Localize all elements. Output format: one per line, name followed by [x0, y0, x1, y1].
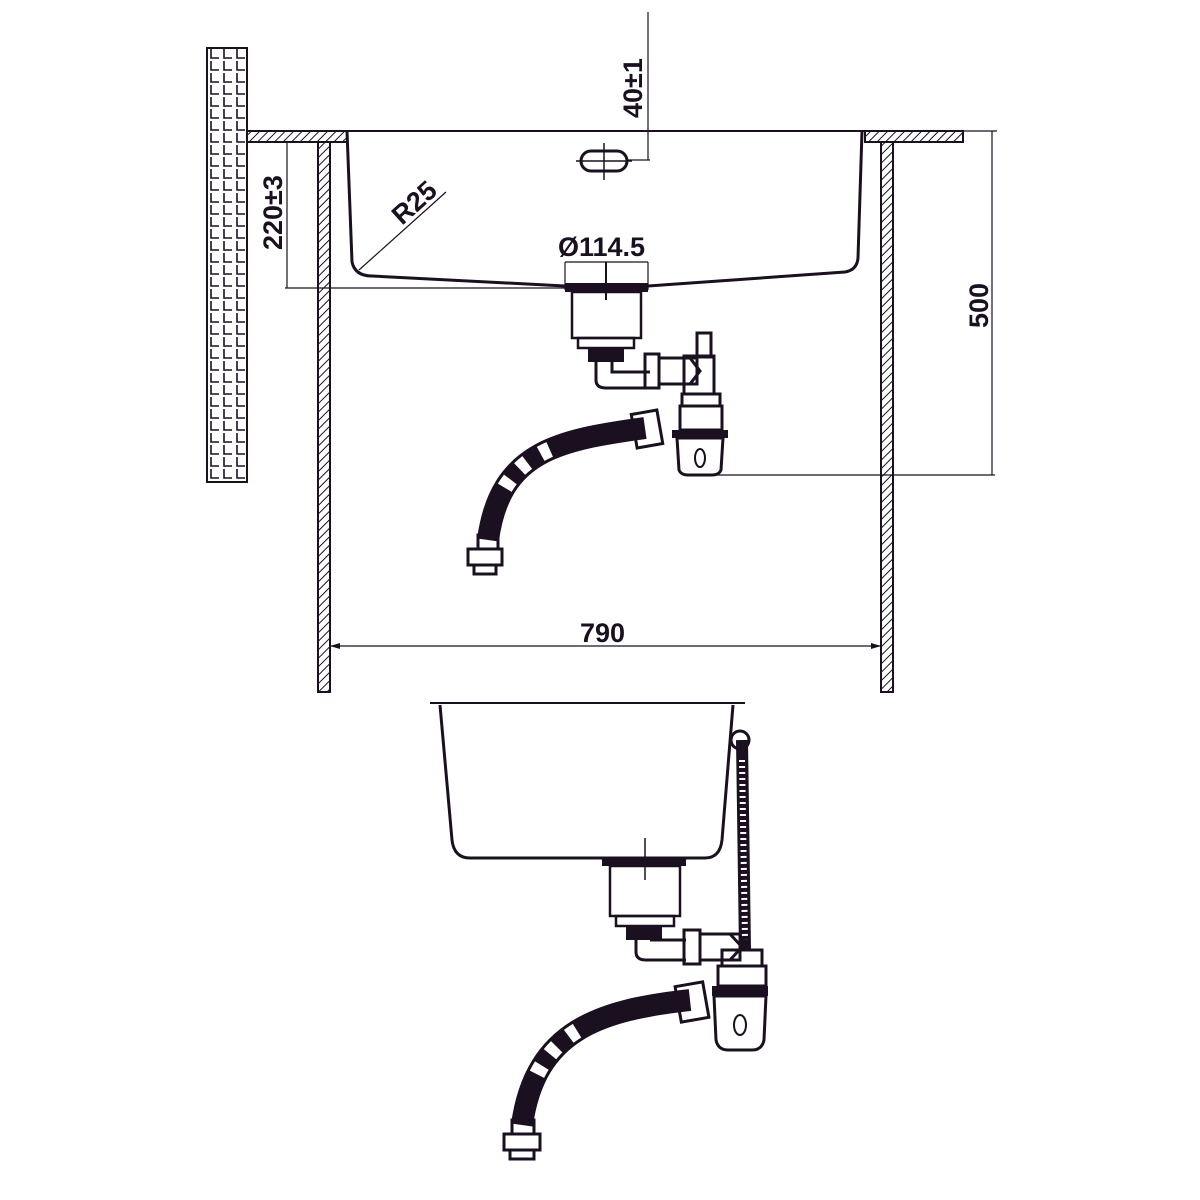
drain-diameter-dimension: Ø114.5: [558, 232, 649, 290]
bowl-depth-dimension: 220±3: [258, 142, 565, 289]
side-flexible-hose: [511, 989, 692, 1127]
overflow-height-dimension: 40±1: [618, 12, 650, 161]
drain-diameter-label: Ø114.5: [558, 232, 645, 262]
total-height-dimension: 500: [963, 130, 997, 475]
cabinet-width-label: 790: [580, 618, 625, 648]
sink-bowl: [345, 130, 865, 288]
cabinet-width-dimension: 790: [330, 618, 881, 649]
side-sink-bowl: [438, 704, 735, 860]
corner-radius-label: R25: [386, 175, 443, 230]
front-view: 40±1 220±3 R25 Ø114.5: [206, 12, 997, 693]
total-height-label: 500: [964, 283, 994, 328]
bowl-depth-label: 220±3: [258, 175, 288, 250]
cabinet-panel-right: [880, 141, 894, 693]
flexible-hose: [477, 417, 647, 542]
side-siphon-bottle: [712, 994, 768, 1052]
cabinet-panel-left: [317, 141, 331, 693]
overflow-height-label: 40±1: [618, 58, 648, 118]
drain-assembly: [466, 262, 995, 576]
countertop-left: [246, 130, 348, 143]
corner-radius-dimension: R25: [358, 175, 447, 271]
siphon-bottle: [675, 436, 725, 477]
countertop-right: [864, 130, 964, 143]
wall: [206, 47, 248, 483]
side-view: [430, 702, 768, 1161]
